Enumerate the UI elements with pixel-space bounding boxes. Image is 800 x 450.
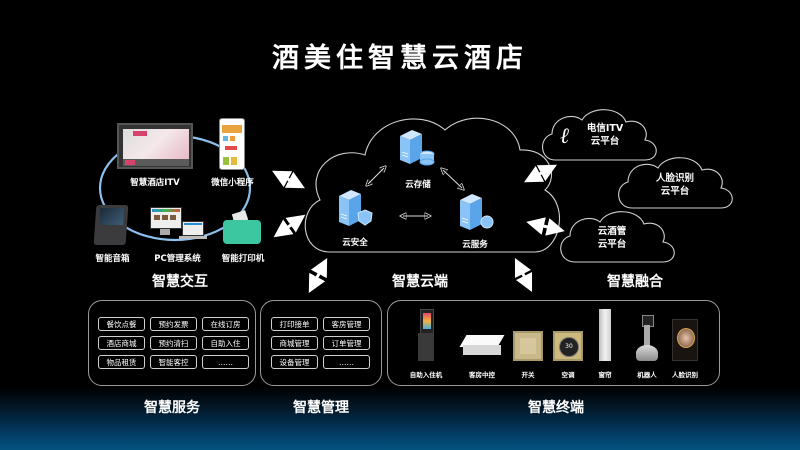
device-label-wechat: 微信小程序 [211, 178, 254, 188]
section-label-service: 智慧服务 [144, 400, 200, 416]
fusion-cloud-hotelmgmt-line2: 云平台 [597, 239, 627, 250]
cloud-node-label-storage: 云存储 [405, 180, 431, 190]
cloud-node-label-security: 云安全 [342, 238, 368, 248]
terminal-label-face: 人脸识别 [672, 371, 698, 379]
fusion-cloud-hotelmgmt-line1: 云酒管 [597, 226, 627, 237]
terminal-panel: 自助入住机 客房中控 开关 30 空调 窗帘 机器人 人脸识别 [387, 300, 720, 386]
terminal-label-switch: 开关 [521, 371, 535, 379]
fusion-cloud-telecom-line1: 电信ITV [586, 123, 624, 134]
cloud-telecom-outline [542, 109, 657, 161]
management-chip[interactable]: 客房管理 [323, 317, 370, 331]
management-chip[interactable]: 打印接单 [271, 317, 318, 331]
fusion-cloud-face-line2: 云平台 [660, 186, 690, 197]
service-chip[interactable]: …… [202, 355, 249, 369]
terminal-label-control-box: 客房中控 [469, 371, 495, 379]
management-chip[interactable]: …… [323, 355, 370, 369]
kiosk-icon [418, 309, 434, 361]
device-label-printer: 智能打印机 [221, 254, 265, 264]
arrow-interaction-cloud-bottom [273, 214, 306, 238]
device-label-tv: 智慧酒店ITV [130, 178, 180, 188]
device-label-pc: PC管理系统 [154, 254, 201, 264]
section-label-interaction: 智慧交互 [152, 274, 208, 290]
server-security-icon [339, 190, 373, 226]
section-label-terminal: 智慧终端 [528, 400, 584, 416]
thermostat-icon: 30 [553, 331, 583, 361]
curtain-motor-icon [599, 309, 611, 361]
arrow-cloud-telecom [524, 164, 557, 183]
fusion-cloud-face: 人脸识别 云平台 [640, 172, 710, 198]
server-service-icon [460, 194, 494, 230]
cloud-node-label-service: 云服务 [462, 240, 488, 250]
service-panel: 餐饮点餐 预约发票 在线订房 酒店商城 预约清扫 自助入住 物品租赁 智能客控 … [88, 300, 256, 386]
service-chip[interactable]: 预约发票 [150, 317, 197, 331]
switch-panel-icon [513, 331, 543, 361]
arrow-cloud-terminal [514, 257, 533, 293]
face-recognition-icon [672, 319, 698, 361]
robot-icon [636, 315, 658, 363]
terminal-label-robot: 机器人 [637, 371, 657, 379]
terminal-label-curtain: 窗帘 [598, 371, 612, 379]
management-chip[interactable]: 设备管理 [271, 355, 318, 369]
section-label-fusion: 智慧融合 [607, 274, 663, 290]
arrow-cloud-service [308, 258, 328, 293]
service-chip[interactable]: 物品租赁 [98, 355, 145, 369]
central-cloud-outline [304, 117, 560, 253]
terminal-label-kiosk: 自助入住机 [409, 371, 443, 379]
arrow-cloud-hotelmgmt [526, 217, 565, 236]
page-title: 酒美住智慧云酒店 [272, 43, 528, 74]
server-storage-icon [400, 130, 435, 166]
service-chip[interactable]: 餐饮点餐 [98, 317, 145, 331]
cloud-face-outline [618, 157, 733, 209]
service-chip[interactable]: 预约清扫 [150, 336, 197, 350]
smart-speaker-icon [93, 205, 129, 245]
pc-icon [150, 207, 207, 247]
service-chip[interactable]: 自助入住 [202, 336, 249, 350]
service-chip[interactable]: 在线订房 [202, 317, 249, 331]
fusion-cloud-telecom: 电信ITV 云平台 [575, 122, 635, 148]
cloud-hotelmgmt-outline [560, 211, 675, 263]
terminal-label-thermostat: 空调 [561, 371, 575, 379]
fusion-cloud-telecom-line2: 云平台 [590, 136, 620, 147]
device-label-speaker: 智能音箱 [95, 254, 130, 264]
control-box-icon [459, 335, 505, 357]
arrow-security-storage [368, 168, 384, 184]
section-label-cloud: 智慧云端 [392, 274, 448, 290]
fusion-cloud-hotelmgmt: 云酒管 云平台 [582, 225, 642, 251]
management-panel: 打印接单 客房管理 商城管理 订单管理 设备管理 …… [260, 300, 382, 386]
fusion-cloud-face-line1: 人脸识别 [655, 173, 694, 184]
section-label-management: 智慧管理 [293, 400, 349, 416]
china-telecom-logo-icon: ℓ [560, 123, 570, 149]
arrow-interaction-cloud-top [272, 170, 305, 189]
management-chip[interactable]: 商城管理 [271, 336, 318, 350]
service-chip[interactable]: 智能客控 [150, 355, 197, 369]
service-chip[interactable]: 酒店商城 [98, 336, 145, 350]
thermostat-reading: 30 [559, 337, 579, 357]
printer-icon [223, 210, 261, 244]
arrow-storage-service [443, 170, 462, 188]
tv-icon [117, 123, 193, 169]
phone-icon [219, 118, 245, 170]
management-chip[interactable]: 订单管理 [323, 336, 370, 350]
